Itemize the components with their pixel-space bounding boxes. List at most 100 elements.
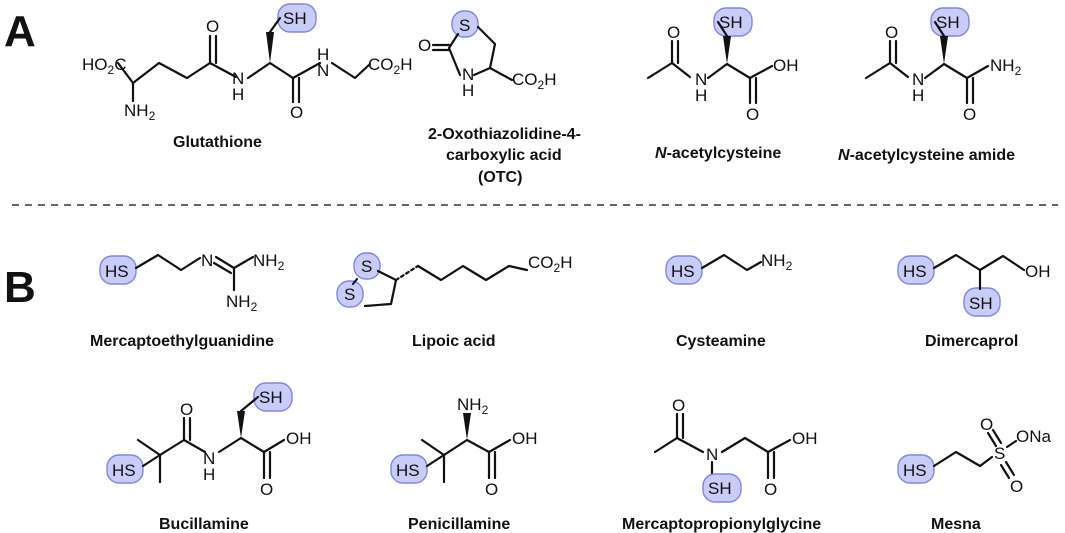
bond xyxy=(268,16,282,34)
bond xyxy=(447,32,460,50)
bond xyxy=(134,253,202,272)
compound-name: Dimercaprol xyxy=(925,333,1018,350)
atom-label: S xyxy=(459,16,470,35)
bond xyxy=(351,277,359,286)
atom-label: NH2 xyxy=(124,101,156,123)
thiol-highlight xyxy=(106,454,144,484)
bond xyxy=(116,61,238,85)
atom-label: SH xyxy=(283,9,307,28)
bond xyxy=(1004,460,1016,477)
bond xyxy=(217,436,286,454)
compound-name: carboxylic acid xyxy=(446,147,562,164)
atom-label: HS xyxy=(903,262,927,281)
atom-label: OH xyxy=(512,429,538,448)
bond xyxy=(923,62,990,80)
bond xyxy=(864,61,910,80)
structure-otc: S O N H CO2H 2-Oxothiazolidine-4- carbox… xyxy=(418,10,581,186)
bond xyxy=(141,438,207,468)
atom-label: HS xyxy=(671,262,695,281)
thiol-highlight xyxy=(253,382,293,412)
atom-label: OH xyxy=(286,429,312,448)
atom-label: O xyxy=(963,105,976,124)
thiol-highlight xyxy=(897,454,935,484)
atom-label: O xyxy=(672,396,685,415)
compound-name: (OTC) xyxy=(478,169,522,186)
compound-name: 2-Oxothiazolidine-4- xyxy=(428,126,581,143)
atom-label: H xyxy=(317,45,329,64)
atom-label: S xyxy=(344,285,355,304)
thiol-highlight xyxy=(99,255,137,285)
bond xyxy=(653,436,705,454)
atom-label: H xyxy=(695,86,707,105)
compound-name: Penicillamine xyxy=(408,516,510,533)
atom-label: CO2H xyxy=(512,70,556,92)
bond xyxy=(488,66,514,82)
atom-label: H xyxy=(912,86,924,105)
atom-label: ONa xyxy=(1016,427,1052,446)
bond xyxy=(986,431,998,448)
compound-name: Bucillamine xyxy=(159,516,249,533)
panel-label-b: B xyxy=(4,263,36,312)
compound-name: Mesna xyxy=(931,516,981,533)
atom-label: O xyxy=(1010,477,1023,496)
structure-n-acetylcysteine-amide: SH O O N H NH2 N-acetylcysteine amide xyxy=(838,7,1022,164)
stereo-wedge xyxy=(237,411,245,438)
structure-penicillamine: HS NH2 O OH Penicillamine xyxy=(390,395,538,533)
compound-name: Lipoic acid xyxy=(412,333,496,350)
thiol-highlight xyxy=(963,287,1001,317)
atom-label: N xyxy=(203,449,215,468)
thiol-highlight xyxy=(665,255,703,285)
compound-name: Glutathione xyxy=(173,134,262,151)
bond xyxy=(420,438,446,457)
compound-name: N-acetylcysteine amide xyxy=(838,147,1015,164)
atom-label: NH2 xyxy=(226,292,258,314)
atom-label: O xyxy=(260,480,273,499)
stereo-wedge xyxy=(266,32,274,63)
atom-label: NH2 xyxy=(990,56,1022,78)
atom-label: OH xyxy=(773,56,799,75)
stereo-wedge xyxy=(463,413,471,440)
atom-label: HS xyxy=(903,461,927,480)
stereo-hash xyxy=(394,264,420,282)
thiol-highlight xyxy=(897,255,935,285)
structure-glutathione: SH O O HO2C NH2 N H H N CO2H Glutathione xyxy=(82,3,412,151)
atom-label: H xyxy=(462,81,474,100)
bond xyxy=(212,261,233,275)
compound-name: Mercaptopropionylglycine xyxy=(622,516,821,533)
atom-label: SH xyxy=(936,13,960,32)
atom-label: N xyxy=(462,65,474,84)
atom-label: O xyxy=(746,105,759,124)
atom-label: OH xyxy=(1025,262,1051,281)
atom-label: H xyxy=(232,85,244,104)
atom-label: O xyxy=(980,415,993,434)
atom-label: O xyxy=(667,23,680,42)
atom-label: N xyxy=(695,70,707,89)
atom-label: NH2 xyxy=(457,395,489,417)
atom-label: S xyxy=(361,257,372,276)
stereo-wedge xyxy=(940,36,948,64)
bond xyxy=(700,253,763,272)
bond xyxy=(706,62,774,80)
atom-label: O xyxy=(180,400,193,419)
bond xyxy=(363,269,398,308)
compound-name: Cysteamine xyxy=(676,333,766,350)
atom-label: N xyxy=(317,61,329,80)
atom-label: N xyxy=(912,70,924,89)
atom-label: CO2H xyxy=(528,253,572,275)
bond xyxy=(416,264,529,282)
atom-label: NH2 xyxy=(761,251,793,273)
atom-label: CO2H xyxy=(368,55,412,77)
atom-label: N xyxy=(232,69,244,88)
structure-lipoic-acid: S S CO2H Lipoic acid xyxy=(336,252,572,350)
atom-label: O xyxy=(206,17,219,36)
structure-mercaptopropionylglycine: O N SH O OH Mercaptopropionylglycine xyxy=(622,396,821,533)
bond xyxy=(136,438,162,457)
atom-label: HS xyxy=(105,262,129,281)
atom-label: O xyxy=(418,36,431,55)
bond xyxy=(716,20,729,38)
atom-label: NH2 xyxy=(253,251,285,273)
atom-label: O xyxy=(885,23,898,42)
atom-label: H xyxy=(203,465,215,484)
thiol-highlight xyxy=(390,454,428,484)
